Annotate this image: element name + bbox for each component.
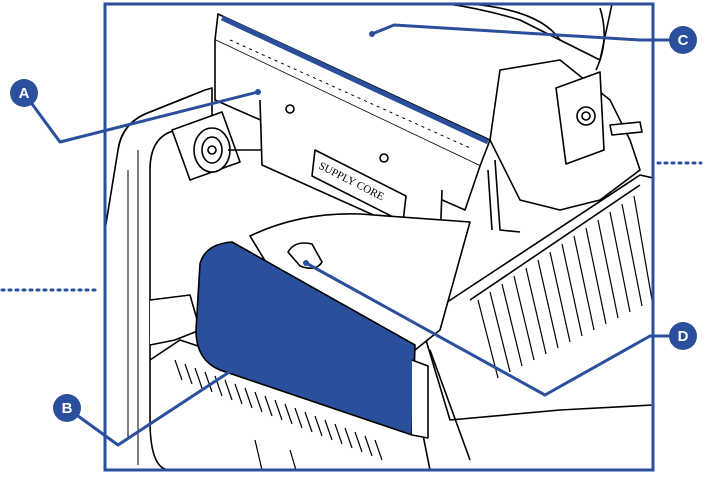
callout-c-badge: C <box>669 26 697 54</box>
diagram-frame <box>103 2 655 472</box>
roller-knob <box>171 111 262 181</box>
callout-c-label: C <box>678 32 689 49</box>
callout-b-leader <box>66 342 273 447</box>
callout-a-leader <box>22 90 259 144</box>
callout-a-label: A <box>19 85 30 102</box>
right-grille <box>419 174 653 461</box>
paper-slot <box>287 242 323 270</box>
callout-b-label: B <box>62 400 73 417</box>
callout-d-label: D <box>678 328 689 345</box>
bottom-vents <box>174 359 383 470</box>
callout-d-badge: D <box>669 322 697 350</box>
callout-c-leader <box>371 23 683 42</box>
callout-d-leader <box>305 261 683 397</box>
callout-b-badge: B <box>53 394 81 422</box>
callout-a-badge: A <box>10 79 38 107</box>
